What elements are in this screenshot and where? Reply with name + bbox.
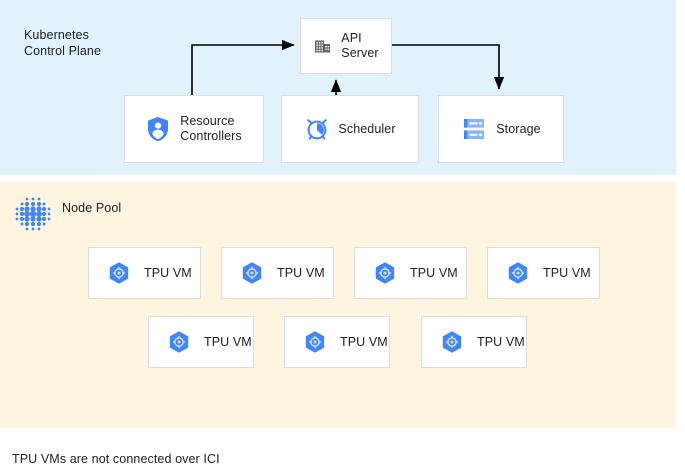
node-resource-controllers[interactable]: Resource Controllers [124, 95, 264, 163]
tpu-hexagon-icon [304, 330, 326, 354]
node-tpu-vm-7-label: TPU VM [477, 334, 525, 349]
node-tpu-vm-3-label: TPU VM [410, 265, 458, 280]
alarm-clock-icon [304, 116, 330, 142]
dot-grid-icon [14, 194, 52, 232]
shield-user-icon [146, 116, 170, 142]
node-api-server[interactable]: API Server [300, 18, 392, 74]
tpu-hexagon-icon [168, 330, 190, 354]
tpu-hexagon-icon [441, 330, 463, 354]
node-pool-panel [0, 182, 676, 428]
node-tpu-vm-4-label: TPU VM [543, 265, 591, 280]
node-tpu-vm-7[interactable]: TPU VM [421, 316, 527, 368]
node-tpu-vm-4[interactable]: TPU VM [487, 247, 600, 299]
tpu-hexagon-icon [507, 261, 529, 285]
node-pool-title: Node Pool [62, 201, 122, 215]
storage-server-icon [461, 117, 487, 141]
node-tpu-vm-1-label: TPU VM [144, 265, 192, 280]
node-scheduler-label: Scheduler [338, 121, 396, 136]
tpu-hexagon-icon [374, 261, 396, 285]
node-resource-controllers-label: Resource Controllers [180, 114, 242, 143]
node-storage[interactable]: Storage [438, 95, 564, 163]
node-tpu-vm-6[interactable]: TPU VM [284, 316, 390, 368]
node-api-server-label: API Server [341, 31, 379, 60]
node-tpu-vm-1[interactable]: TPU VM [88, 247, 201, 299]
diagram-caption: TPU VMs are not connected over ICI [12, 452, 220, 466]
node-tpu-vm-2[interactable]: TPU VM [221, 247, 334, 299]
node-storage-label: Storage [496, 121, 541, 136]
node-tpu-vm-5-label: TPU VM [204, 334, 252, 349]
node-tpu-vm-6-label: TPU VM [340, 334, 388, 349]
tpu-hexagon-icon [108, 261, 130, 285]
node-scheduler[interactable]: Scheduler [281, 95, 419, 163]
control-plane-title: Kubernetes Control Plane [24, 28, 102, 58]
tpu-hexagon-icon [241, 261, 263, 285]
node-tpu-vm-5[interactable]: TPU VM [148, 316, 254, 368]
building-icon [313, 36, 333, 56]
node-tpu-vm-2-label: TPU VM [277, 265, 325, 280]
node-tpu-vm-3[interactable]: TPU VM [354, 247, 467, 299]
